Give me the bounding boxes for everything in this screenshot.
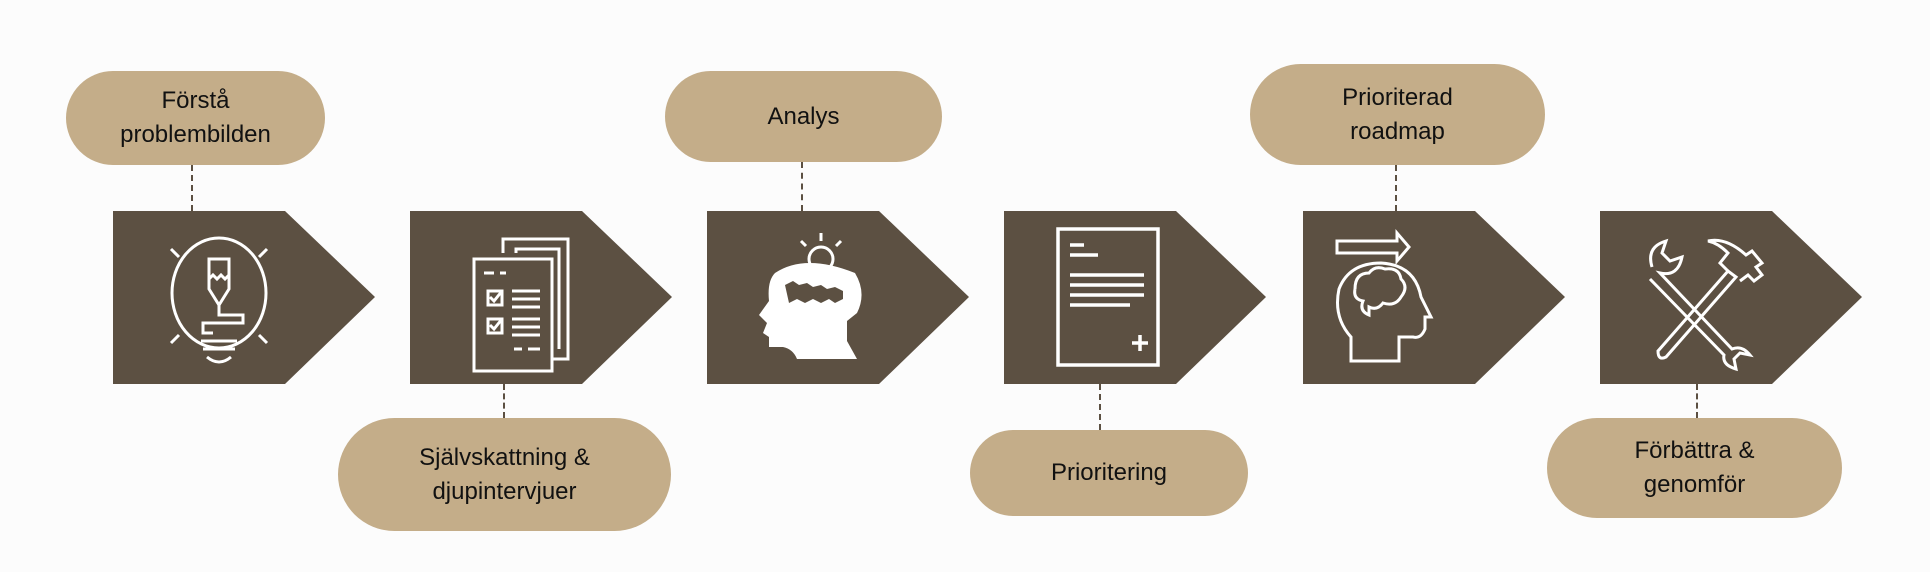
step-5-label: Prioriterad roadmap	[1250, 64, 1545, 165]
connector-6	[1696, 384, 1698, 418]
connector-4	[1099, 384, 1101, 430]
step-6-label: Förbättra & genomför	[1547, 418, 1842, 518]
step-3-label: Analys	[665, 71, 942, 162]
connector-5	[1395, 165, 1397, 211]
step-5-arrow	[1303, 211, 1565, 384]
step-6-arrow	[1600, 211, 1862, 384]
wrench-hammer-icon	[1648, 238, 1765, 372]
step-1-label: Förstå problembilden	[66, 71, 325, 165]
document-plus-icon	[1056, 227, 1160, 367]
head-lightbulb-gears-icon	[759, 233, 862, 359]
step-4-arrow	[1004, 211, 1266, 384]
connector-2	[503, 384, 505, 418]
head-brain-arrow-icon	[1335, 228, 1434, 363]
step-2-arrow	[410, 211, 672, 384]
step-2-label: Självskattning & djupintervjuer	[338, 418, 671, 531]
checklist-documents-icon	[472, 237, 570, 373]
connector-3	[801, 162, 803, 211]
step-1-arrow	[113, 211, 375, 384]
step-4-label: Prioritering	[970, 430, 1248, 516]
step-3-arrow	[707, 211, 969, 384]
connector-1	[191, 165, 193, 211]
lightbulb-pencil-icon	[169, 236, 269, 364]
